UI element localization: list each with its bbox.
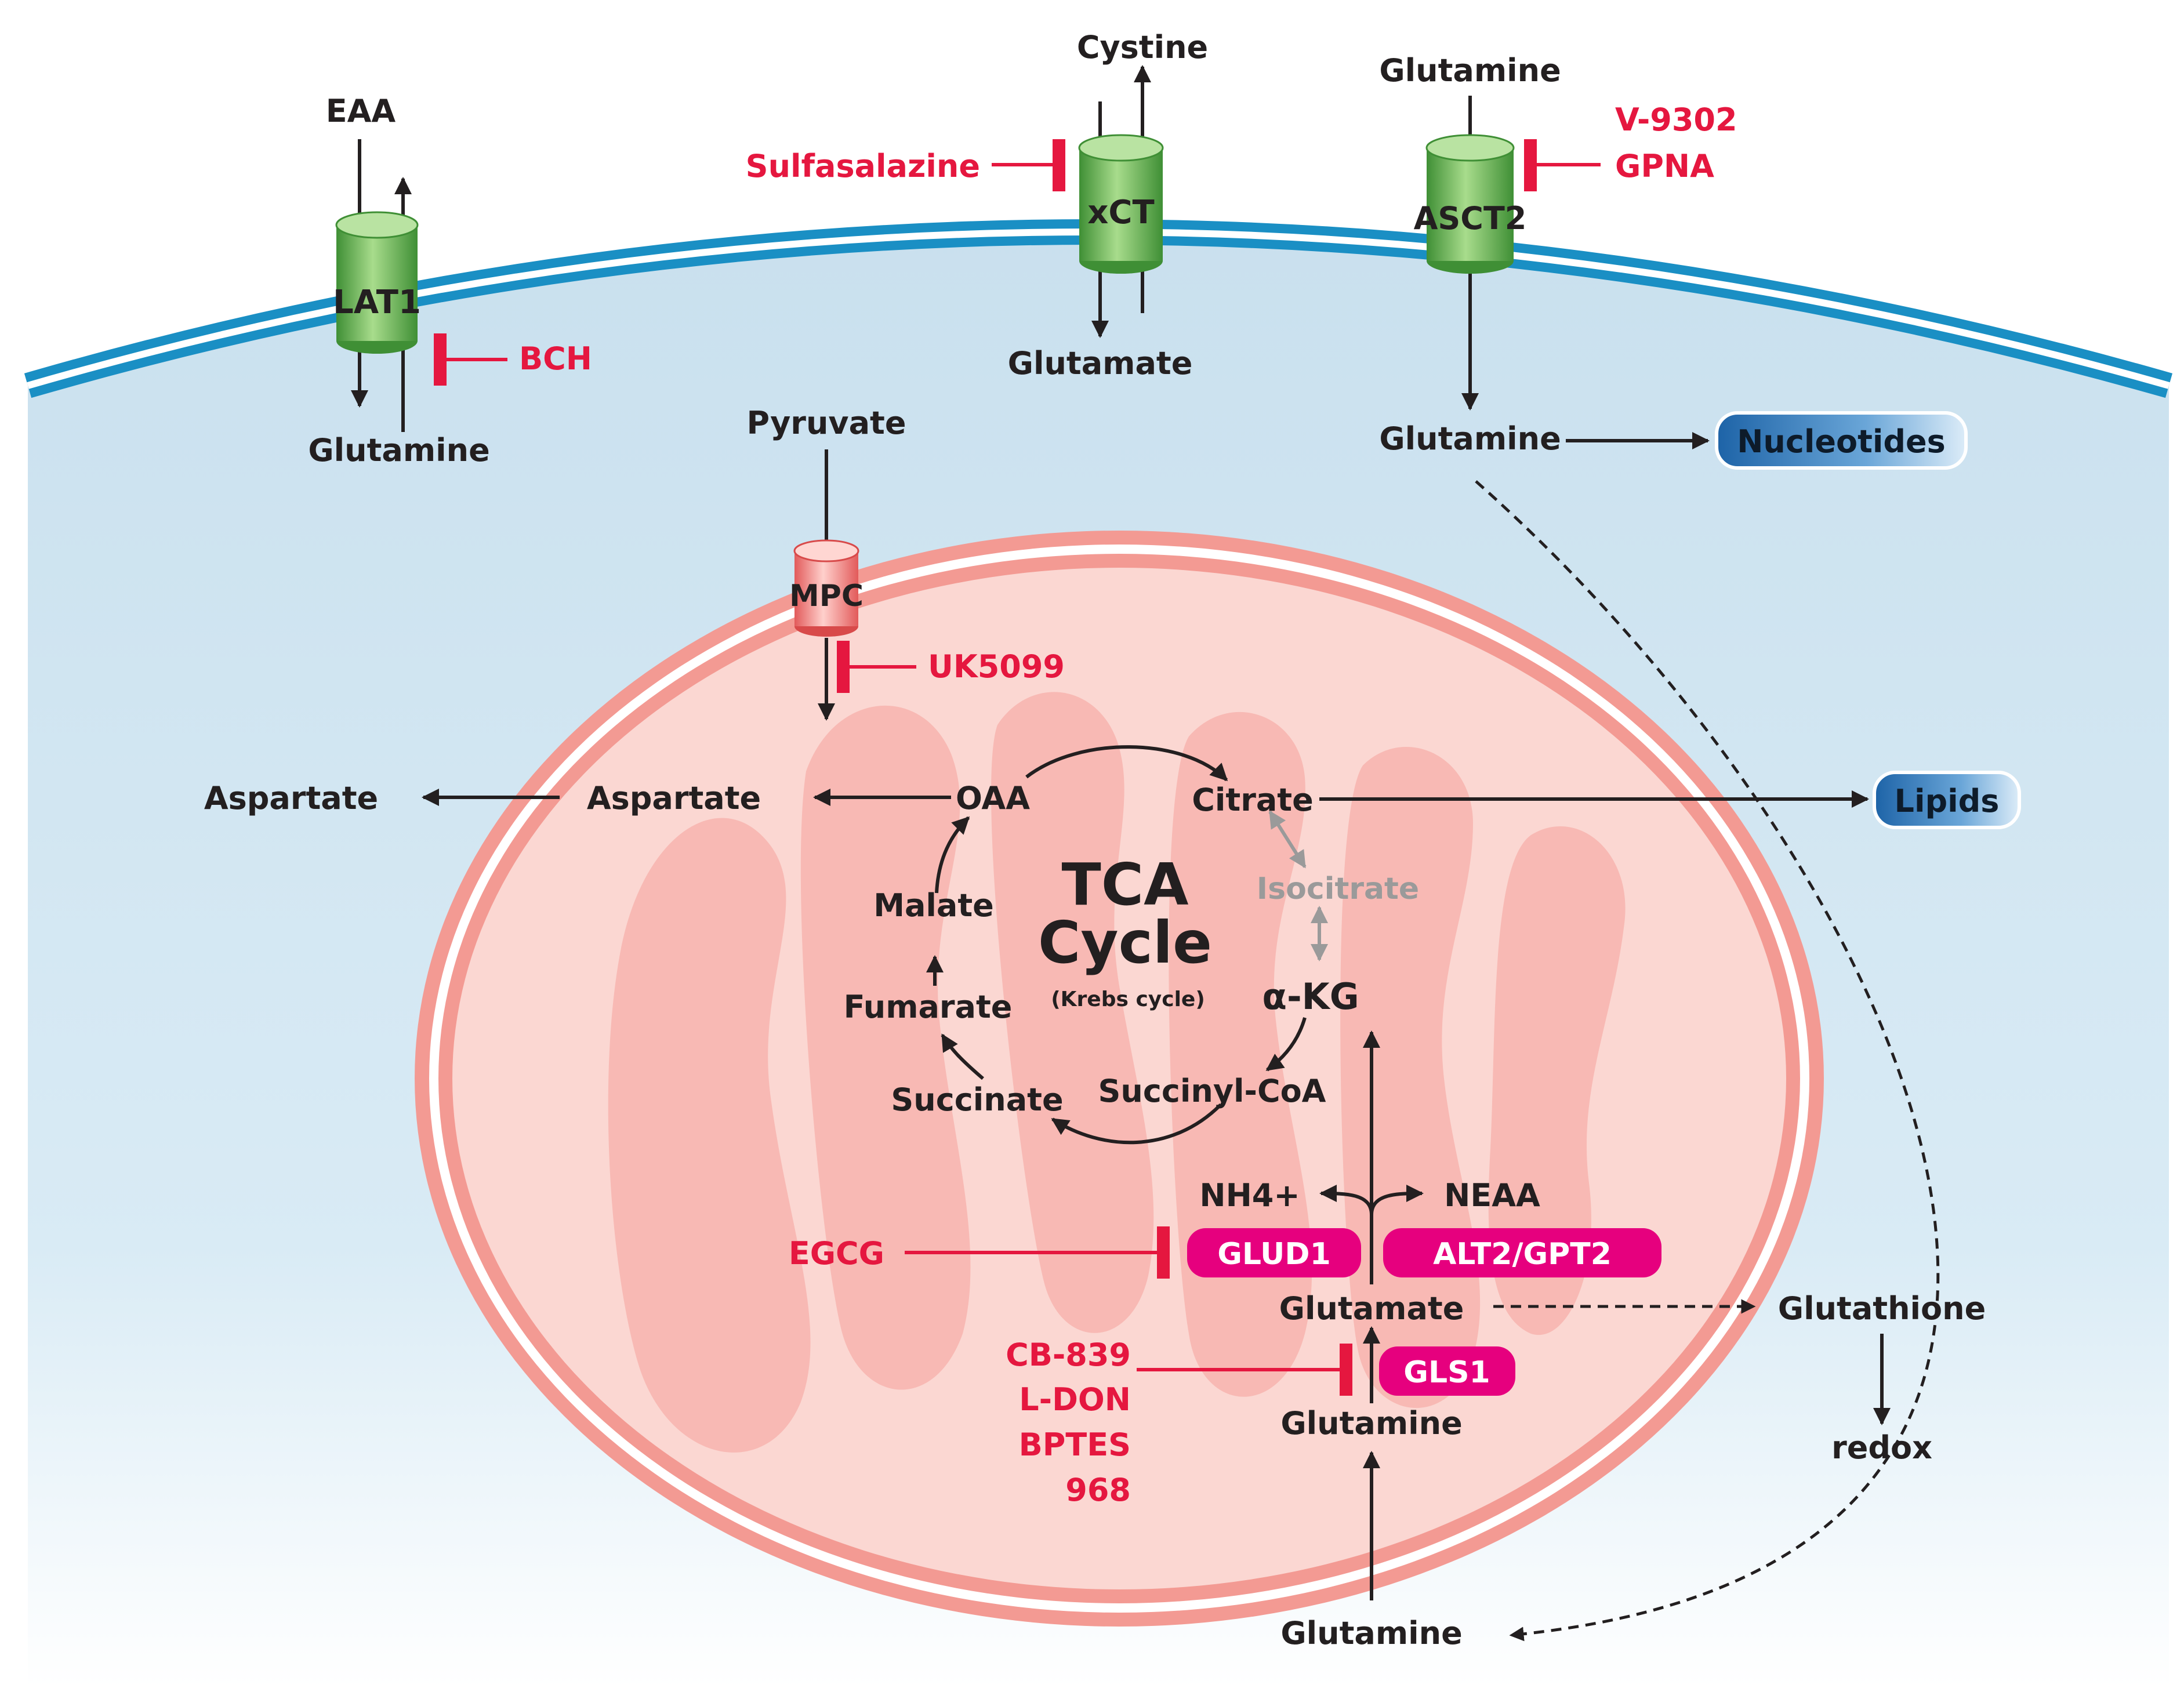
egcg-bar (1157, 1226, 1170, 1279)
gls1-inhibitor-bar (1340, 1344, 1352, 1396)
alt2-gpt2-label: ALT2/GPT2 (1433, 1237, 1612, 1272)
gls1-label: GLS1 (1403, 1355, 1490, 1390)
ldon-label: L-DON (1019, 1381, 1131, 1418)
sulfasalazine-label: Sulfasalazine (746, 148, 980, 184)
glutamine-extracellular-label: Glutamine (1379, 52, 1561, 89)
tca-malate-to-oaa (935, 816, 970, 894)
glud1-label: GLUD1 (1217, 1237, 1331, 1272)
redox-label: redox (1831, 1429, 1932, 1466)
krebs-subtitle: (Krebs cycle) (1051, 988, 1205, 1011)
968-label: 968 (1065, 1472, 1131, 1508)
nucleotides-label: Nucleotides (1737, 423, 1946, 460)
cristae (608, 818, 811, 1453)
v9302-label: V-9302 (1615, 101, 1737, 138)
aspartate-mito-label: Aspartate (587, 780, 761, 816)
cycle-title: Cycle (1038, 909, 1212, 977)
uk5099-bar (837, 641, 850, 693)
lipids-label: Lipids (1895, 783, 2000, 819)
succinate-label: Succinate (891, 1081, 1063, 1118)
xct-transporter: xCT (1078, 134, 1164, 274)
akg-label: α-KG (1262, 975, 1359, 1018)
egcg-label: EGCG (789, 1235, 884, 1272)
aspartate-cytosol-label: Aspartate (204, 780, 378, 816)
fumarate-label: Fumarate (844, 989, 1013, 1025)
tca-akg-to-succinylcoa (1265, 1017, 1307, 1072)
malate-label: Malate (873, 887, 994, 924)
glutamine-mito-label: Glutamine (1280, 1405, 1462, 1442)
succinyl-coa-label: Succinyl-CoA (1098, 1073, 1326, 1109)
glutamine-cytosol-label: Glutamine (1379, 420, 1561, 457)
gls1-enzyme: GLS1 (1379, 1346, 1515, 1396)
glutamate-xct-label: Glutamate (1008, 345, 1193, 382)
eaa-label: EAA (326, 93, 396, 129)
lat1-transporter: LAT1 (333, 211, 421, 354)
gpna-label: GPNA (1615, 148, 1714, 184)
cystine-label: Cystine (1077, 29, 1208, 66)
lat1-label: LAT1 (333, 284, 421, 321)
neaa-branch-arrow (1370, 1185, 1424, 1215)
nh4-branch-arrow (1319, 1185, 1373, 1215)
tca-succinylcoa-to-succinate (1051, 1103, 1222, 1145)
tca-citrate-isocitrate (1268, 810, 1307, 869)
lipids-box: Lipids (1873, 771, 2021, 829)
glutamine-bottom-label: Glutamine (1280, 1615, 1462, 1651)
glutamine-lat1-label: Glutamine (308, 432, 489, 469)
glutathione-label: Glutathione (1778, 1290, 1986, 1327)
mpc-label: MPC (789, 579, 864, 614)
isocitrate-label: Isocitrate (1257, 872, 1419, 906)
bch-label: BCH (519, 340, 592, 377)
mpc-transporter: MPC (789, 539, 864, 637)
tca-title: TCA (1062, 851, 1189, 919)
oaa-label: OAA (956, 780, 1030, 816)
glutamine-dashed-path (1475, 480, 1940, 1642)
asct2-label: ASCT2 (1414, 200, 1527, 237)
pyruvate-label: Pyruvate (747, 405, 906, 441)
gpna-bar (1524, 139, 1537, 191)
tca-succinate-to-fumarate (941, 1033, 984, 1080)
bch-bar (434, 333, 447, 386)
glud1-enzyme: GLUD1 (1187, 1228, 1361, 1277)
neaa-label: NEAA (1444, 1177, 1540, 1214)
xct-label: xCT (1087, 194, 1154, 231)
cb839-label: CB-839 (1006, 1337, 1131, 1373)
asct2-transporter: ASCT2 (1414, 134, 1527, 274)
bptes-label: BPTES (1019, 1426, 1131, 1463)
citrate-label: Citrate (1192, 782, 1313, 818)
nucleotides-box: Nucleotides (1715, 411, 1968, 470)
alt2-gpt2-enzyme: ALT2/GPT2 (1383, 1228, 1661, 1277)
sulfasalazine-bar (1053, 139, 1065, 191)
tca-oaa-to-citrate (1025, 745, 1228, 782)
nh4-label: NH4+ (1199, 1177, 1300, 1214)
glutamate-mito-label: Glutamate (1279, 1290, 1464, 1327)
uk5099-label: UK5099 (928, 648, 1065, 685)
